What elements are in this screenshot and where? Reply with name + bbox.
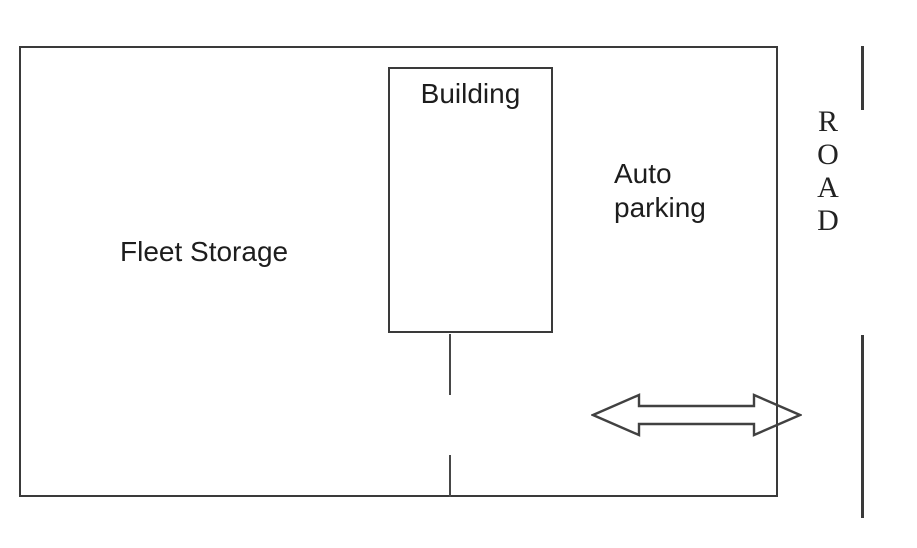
road-label: R O A D xyxy=(810,105,846,237)
road-letter-r: R xyxy=(817,105,838,138)
road-letter-o: O xyxy=(817,138,839,171)
auto-parking-label: Auto parking xyxy=(614,157,706,225)
road-edge-line-top xyxy=(861,46,864,110)
fleet-storage-label: Fleet Storage xyxy=(120,236,289,267)
auto-parking-label-line2: parking xyxy=(614,192,706,223)
site-boundary xyxy=(19,46,778,497)
road-letter-d: D xyxy=(817,204,839,237)
building-label: Building xyxy=(420,78,521,109)
road-edge-line-bottom xyxy=(861,335,864,518)
road-letter-a: A xyxy=(817,171,839,204)
auto-parking-label-line1: Auto xyxy=(614,158,672,189)
entrance-dash-upper xyxy=(449,334,451,395)
entrance-dash-lower xyxy=(449,455,451,497)
building-outline: Building xyxy=(388,67,553,333)
two-way-arrow-icon xyxy=(591,393,802,437)
